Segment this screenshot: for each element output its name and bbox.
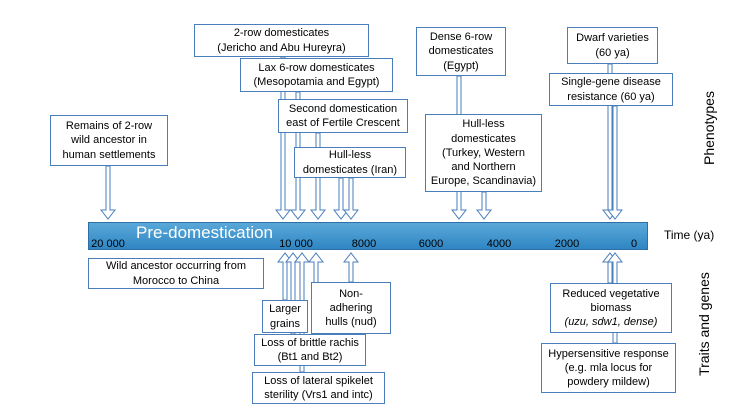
tick-label: 20 000 bbox=[91, 238, 125, 250]
tick-label: 6000 bbox=[418, 238, 444, 250]
non-adhering-hulls-box: Non- adhering hulls (nud) bbox=[311, 282, 391, 334]
hull-less-europe-line: domesticates bbox=[451, 132, 516, 145]
tick-label: 2000 bbox=[554, 238, 580, 250]
two-row-line: (Jericho and Abu Hureyra) bbox=[217, 41, 346, 54]
larger-grains-line: Larger bbox=[269, 303, 301, 316]
second-domestication-line: Second domestication bbox=[288, 102, 398, 115]
single-gene-line: Single-gene disease bbox=[561, 76, 661, 89]
hypersensitive-line: Hypersensitive response bbox=[548, 347, 669, 360]
hull-less-iran-line: Hull-less bbox=[328, 149, 372, 162]
hull-less-europe-line: Europe, Scandinavia) bbox=[430, 175, 537, 188]
dense-six-row-box: Dense 6-row domesticates (Egypt) bbox=[416, 27, 506, 76]
non-adhering-line: Non- bbox=[339, 287, 363, 300]
tick-label: 0 bbox=[630, 238, 638, 250]
non-adhering-line: hulls (nud) bbox=[325, 316, 377, 329]
pre-domestication-label: Pre-domestication bbox=[136, 223, 274, 242]
tick-label: 8000 bbox=[351, 238, 377, 250]
hull-less-iran-box: Hull-less domesticates (Iran) bbox=[294, 147, 406, 178]
lax-line: (Mesopotamia and Egypt) bbox=[253, 76, 380, 88]
lateral-spikelet-line: sterility (Vrs1 and intc) bbox=[264, 389, 373, 401]
tick-label: 4000 bbox=[486, 238, 512, 250]
hypersensitive-line: powdery mildew) bbox=[567, 376, 650, 389]
dense-line: domesticates bbox=[428, 45, 494, 58]
arrow-larger-grains bbox=[276, 252, 294, 301]
hull-less-europe-box: Hull-less domesticates (Turkey, Western … bbox=[425, 114, 542, 192]
brittle-rachis-box: Loss of brittle rachis (Bt1 and Bt2) bbox=[254, 334, 366, 366]
wild-range-line: Wild ancestor occurring from bbox=[106, 260, 246, 273]
brittle-rachis-line: Loss of brittle rachis bbox=[261, 336, 359, 349]
wild-ancestor-range-box: Wild ancestor occurring from Morocco to … bbox=[88, 258, 264, 289]
arrow-wild-ancestor bbox=[99, 165, 117, 220]
lax-six-row-box: Lax 6-row domesticates (Mesopotamia and … bbox=[240, 58, 393, 92]
single-gene-resistance-box: Single-gene disease resistance (60 ya) bbox=[549, 73, 673, 106]
dwarf-line: Dwarf varieties bbox=[576, 32, 649, 45]
wild-range-line: Morocco to China bbox=[132, 274, 220, 287]
single-gene-line: resistance (60 ya) bbox=[567, 90, 655, 103]
hypersensitive-line: (e.g. mla locus for bbox=[564, 361, 653, 374]
arrow-single-gene bbox=[606, 105, 624, 220]
dwarf-varieties-box: Dwarf varieties (60 ya) bbox=[567, 27, 658, 64]
time-axis-title: Time (ya) bbox=[664, 228, 715, 242]
brittle-rachis-line: (Bt1 and Bt2) bbox=[277, 351, 343, 363]
tick-label: 10 000 bbox=[279, 238, 313, 250]
wild-ancestor-remains-line: wild ancestor in bbox=[71, 134, 147, 147]
arrow-hull-iran-b bbox=[342, 177, 360, 220]
reduced-biomass-line: (uzu, sdw1, dense) bbox=[564, 316, 658, 329]
hull-less-europe-line: Hull-less bbox=[462, 118, 505, 131]
dwarf-line: (60 ya) bbox=[595, 46, 630, 59]
hull-less-europe-line: and Northern bbox=[451, 161, 516, 174]
wild-ancestor-remains-box: Remains of 2-row wild ancestor in human … bbox=[50, 115, 168, 166]
arrow-hull-iran-a bbox=[332, 177, 350, 220]
reduced-biomass-line: Reduced vegetative bbox=[562, 287, 660, 300]
dense-line: Dense 6-row bbox=[429, 31, 493, 44]
second-domestication-line: east of Fertile Crescent bbox=[286, 117, 400, 129]
dense-line: (Egypt) bbox=[443, 59, 479, 72]
larger-grains-box: Larger grains bbox=[262, 300, 308, 333]
wild-ancestor-remains-line: Remains of 2-row bbox=[65, 120, 153, 133]
lateral-spikelet-line: Loss of lateral spikelet bbox=[264, 374, 373, 387]
larger-grains-line: grains bbox=[270, 317, 300, 330]
timeline-bar bbox=[88, 222, 648, 250]
hull-less-iran-line: domesticates (Iran) bbox=[302, 163, 398, 176]
two-row-domesticates-box: 2-row domesticates (Jericho and Abu Hure… bbox=[194, 24, 369, 57]
non-adhering-line: adhering bbox=[329, 301, 373, 314]
hull-less-europe-line: (Turkey, Western bbox=[442, 146, 525, 159]
lateral-spikelet-box: Loss of lateral spikelet sterility (Vrs1… bbox=[252, 372, 385, 404]
reduced-biomass-box: Reduced vegetative biomass (uzu, sdw1, d… bbox=[550, 283, 672, 333]
two-row-line: 2-row domesticates bbox=[233, 27, 330, 40]
second-domestication-box: Second domestication east of Fertile Cre… bbox=[278, 99, 408, 133]
arrow-nud bbox=[342, 252, 360, 283]
reduced-biomass-line: biomass bbox=[590, 301, 632, 314]
arrow-hull-europe bbox=[475, 191, 493, 220]
hypersensitive-response-box: Hypersensitive response (e.g. mla locus … bbox=[541, 343, 676, 393]
wild-ancestor-remains-line: human settlements bbox=[62, 148, 156, 161]
lax-line: Lax 6-row domesticates bbox=[258, 61, 375, 74]
